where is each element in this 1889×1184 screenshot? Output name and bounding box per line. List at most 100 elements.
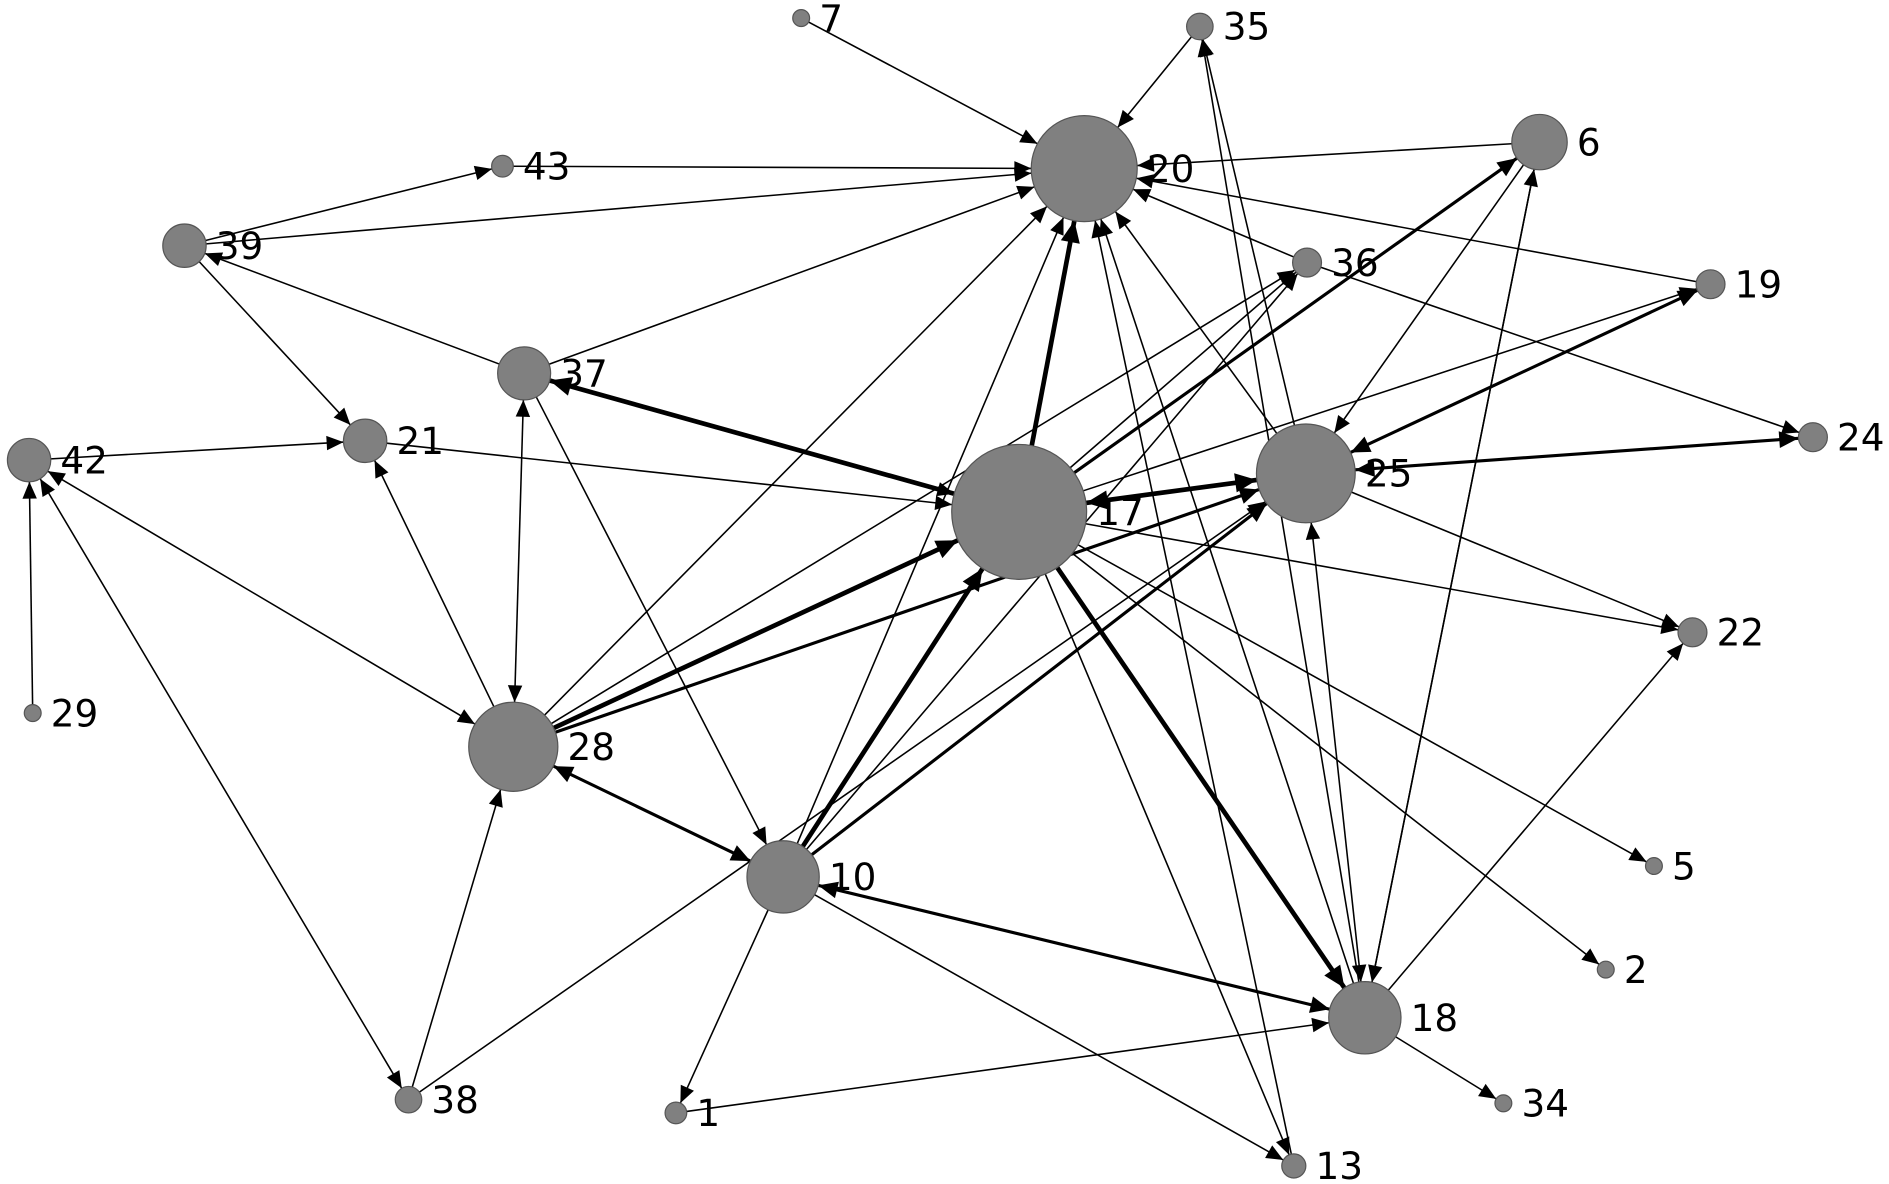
arrowhead-10-20 — [1050, 217, 1064, 236]
arrowhead-18-35 — [1197, 39, 1212, 58]
node-circle[interactable] — [491, 154, 514, 178]
node-label: 6 — [1577, 120, 1601, 164]
edge-17-36 — [1069, 271, 1297, 469]
edge-17-2 — [1071, 552, 1600, 966]
node-2[interactable]: 2 — [1596, 948, 1648, 992]
edge-17-5 — [1077, 544, 1647, 863]
arrowhead-37-39 — [204, 252, 224, 267]
arrowhead-37-10 — [752, 826, 767, 845]
arrowhead-28-10 — [729, 845, 751, 862]
node-21[interactable]: 21 — [342, 418, 444, 464]
node-circle[interactable] — [1797, 422, 1828, 453]
arrowhead-17-25 — [1234, 473, 1257, 493]
node-25[interactable]: 25 — [1255, 423, 1412, 524]
node-17[interactable]: 17 — [951, 443, 1144, 580]
node-34[interactable]: 34 — [1494, 1082, 1569, 1126]
node-35[interactable]: 35 — [1185, 5, 1271, 49]
node-circle[interactable] — [1281, 1153, 1307, 1179]
arrowhead-17-13 — [1275, 1136, 1290, 1155]
node-circle[interactable] — [23, 704, 42, 723]
edge-18-34 — [1395, 1036, 1497, 1100]
node-37[interactable]: 37 — [497, 346, 608, 401]
node-circle[interactable] — [394, 1085, 423, 1114]
edge-6-20 — [1137, 142, 1512, 167]
edge-42-21 — [50, 441, 344, 460]
node-38[interactable]: 38 — [394, 1078, 479, 1122]
node-28[interactable]: 28 — [468, 701, 615, 792]
arrowhead-17-5 — [1628, 847, 1647, 862]
node-10[interactable]: 10 — [746, 840, 876, 914]
node-circle[interactable] — [1677, 617, 1708, 648]
node-circle[interactable] — [1291, 247, 1323, 278]
arrowhead-37-20 — [1016, 185, 1035, 200]
arrowhead-38-42 — [40, 478, 55, 497]
edge-28-37 — [513, 399, 525, 703]
arrowhead-19-25 — [1350, 436, 1372, 453]
node-5[interactable]: 5 — [1644, 844, 1696, 888]
node-circle[interactable] — [951, 443, 1088, 580]
edge-17-25 — [1085, 477, 1258, 506]
node-circle[interactable] — [746, 840, 820, 914]
node-29[interactable]: 29 — [23, 691, 98, 735]
node-circle[interactable] — [1255, 423, 1356, 524]
node-13[interactable]: 13 — [1281, 1144, 1363, 1184]
edge-39-20 — [206, 172, 1032, 245]
node-42[interactable]: 42 — [6, 437, 108, 483]
node-circle[interactable] — [1494, 1094, 1513, 1113]
node-circle[interactable] — [162, 223, 207, 268]
node-36[interactable]: 36 — [1291, 241, 1379, 285]
edge-25-19 — [1349, 288, 1699, 454]
node-7[interactable]: 7 — [792, 0, 843, 40]
edge-17-13 — [1044, 573, 1290, 1156]
arrowhead-17-6 — [1496, 158, 1517, 177]
edge-38-25 — [418, 500, 1266, 1093]
arrowhead-42-21 — [326, 435, 344, 451]
node-39[interactable]: 39 — [162, 223, 263, 268]
node-22[interactable]: 22 — [1677, 611, 1764, 655]
edges-layer — [22, 21, 1800, 1161]
node-circle[interactable] — [497, 346, 552, 401]
node-43[interactable]: 43 — [491, 144, 571, 188]
arrowhead-10-18 — [1309, 996, 1330, 1013]
node-circle[interactable] — [1185, 12, 1214, 41]
node-1[interactable]: 1 — [664, 1091, 720, 1135]
node-circle[interactable] — [1030, 115, 1138, 223]
node-label: 18 — [1411, 996, 1459, 1040]
node-circle[interactable] — [342, 418, 388, 464]
node-circle[interactable] — [468, 701, 559, 792]
edge-25-22 — [1351, 491, 1680, 628]
arrowhead-17-2 — [1581, 948, 1600, 965]
edge-18-22 — [1387, 642, 1684, 991]
node-6[interactable]: 6 — [1511, 113, 1601, 171]
node-label: 24 — [1837, 415, 1885, 459]
node-circle[interactable] — [1644, 856, 1663, 876]
arrowhead-42-38 — [386, 1070, 402, 1089]
node-circle[interactable] — [1596, 960, 1615, 979]
edge-18-20 — [1100, 218, 1355, 984]
arrowhead-28-37 — [515, 399, 531, 417]
edge-10-13 — [814, 893, 1284, 1161]
edge-25-24 — [1354, 436, 1799, 472]
arrowhead-29-42 — [22, 481, 37, 499]
edge-37-10 — [535, 396, 768, 846]
node-19[interactable]: 19 — [1695, 263, 1782, 307]
node-circle[interactable] — [1511, 113, 1568, 171]
edge-10-20 — [796, 217, 1065, 844]
arrowhead-10-17 — [962, 568, 983, 592]
edge-36-20 — [1132, 188, 1295, 258]
node-circle[interactable] — [1328, 981, 1402, 1055]
node-label: 42 — [60, 438, 108, 482]
edge-25-20 — [1114, 211, 1278, 434]
node-24[interactable]: 24 — [1797, 415, 1885, 459]
node-18[interactable]: 18 — [1328, 981, 1459, 1055]
node-circle[interactable] — [1695, 269, 1726, 300]
node-circle[interactable] — [664, 1101, 688, 1125]
edge-17-19 — [1082, 288, 1698, 492]
edge-29-42 — [28, 481, 34, 705]
edge-21-17 — [386, 442, 953, 506]
node-20[interactable]: 20 — [1030, 115, 1194, 223]
nodes-layer: 7 35 20 6 43 39 36 19 37 21 42 17 25 24 22 29 28 10 5 2 18 38… — [6, 0, 1885, 1184]
edge-36-24 — [1320, 266, 1800, 434]
node-circle[interactable] — [6, 437, 52, 483]
node-circle[interactable] — [792, 9, 811, 28]
